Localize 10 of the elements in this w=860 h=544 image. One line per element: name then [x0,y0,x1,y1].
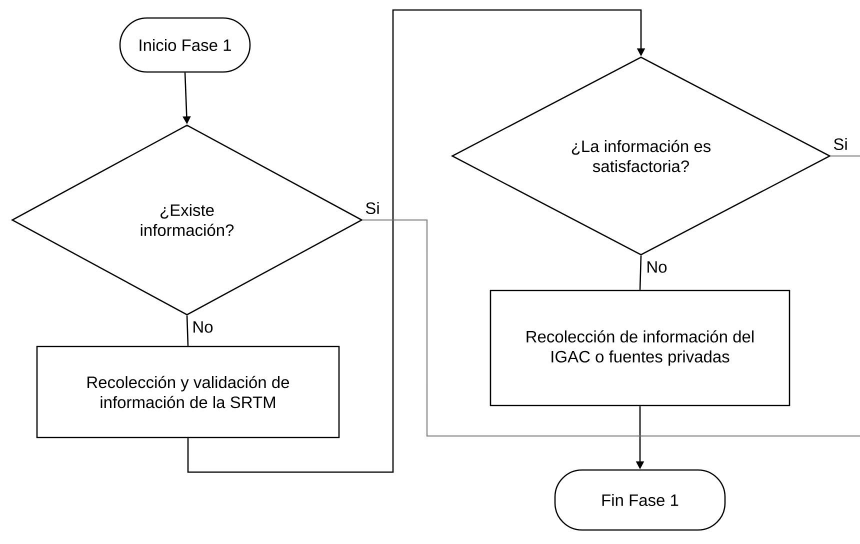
edge-label: Si [832,136,849,152]
edge-label: Si [364,200,381,216]
connector-line [186,316,189,346]
process-box: Recolección de información del IGAC o fuentes privadas [490,290,790,406]
edge-label: No [645,260,668,274]
edge-label: No [191,320,214,334]
arrow [187,9,646,473]
process-box: Recolección y validación de información de la SRTM [36,346,340,438]
connector-line [639,256,642,290]
connector-line [362,220,860,436]
